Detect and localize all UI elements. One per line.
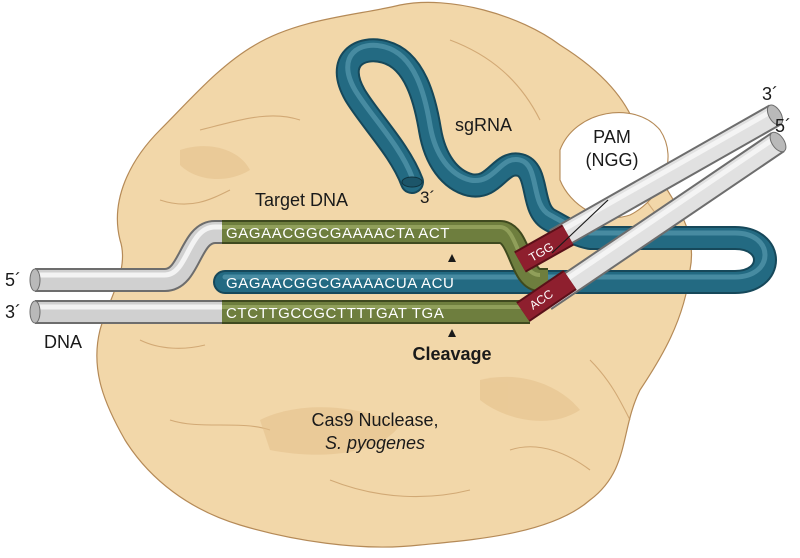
pam-segments <box>514 224 577 322</box>
pam-label: PAM <box>593 127 631 147</box>
enzyme-name-label: Cas9 Nuclease, <box>311 410 438 430</box>
bottom-strand-sequence: CTCTTGCCGCTTTTGAT TGA <box>226 305 444 322</box>
pam-dna-strands <box>538 104 787 310</box>
triangle-up-icon <box>448 329 456 337</box>
triangle-up-icon <box>448 254 456 262</box>
target-top-sequence: GAGAACGGCGAAAACTA ACT <box>226 225 450 242</box>
sgrna-label: sgRNA <box>455 115 512 135</box>
dna-label: DNA <box>44 332 82 352</box>
left-3prime-label: 3´ <box>5 302 21 322</box>
enzyme-species-label: S. pyogenes <box>325 433 425 453</box>
right-5prime-label: 5´ <box>775 116 791 136</box>
dna-bottom-strand <box>29 300 530 324</box>
sgrna-3prime-label: 3´ <box>420 188 435 207</box>
pam-ngg-label: (NGG) <box>586 150 639 170</box>
right-3prime-label: 3´ <box>762 84 778 104</box>
sgrna-guide-sequence: GAGAACGGCGAAAACUA ACU <box>226 275 455 292</box>
cleavage-label: Cleavage <box>412 344 491 364</box>
pam-pointer-line <box>551 199 609 254</box>
left-5prime-label: 5´ <box>5 270 21 290</box>
target-dna-label: Target DNA <box>255 190 348 210</box>
protein-shade <box>180 146 580 455</box>
